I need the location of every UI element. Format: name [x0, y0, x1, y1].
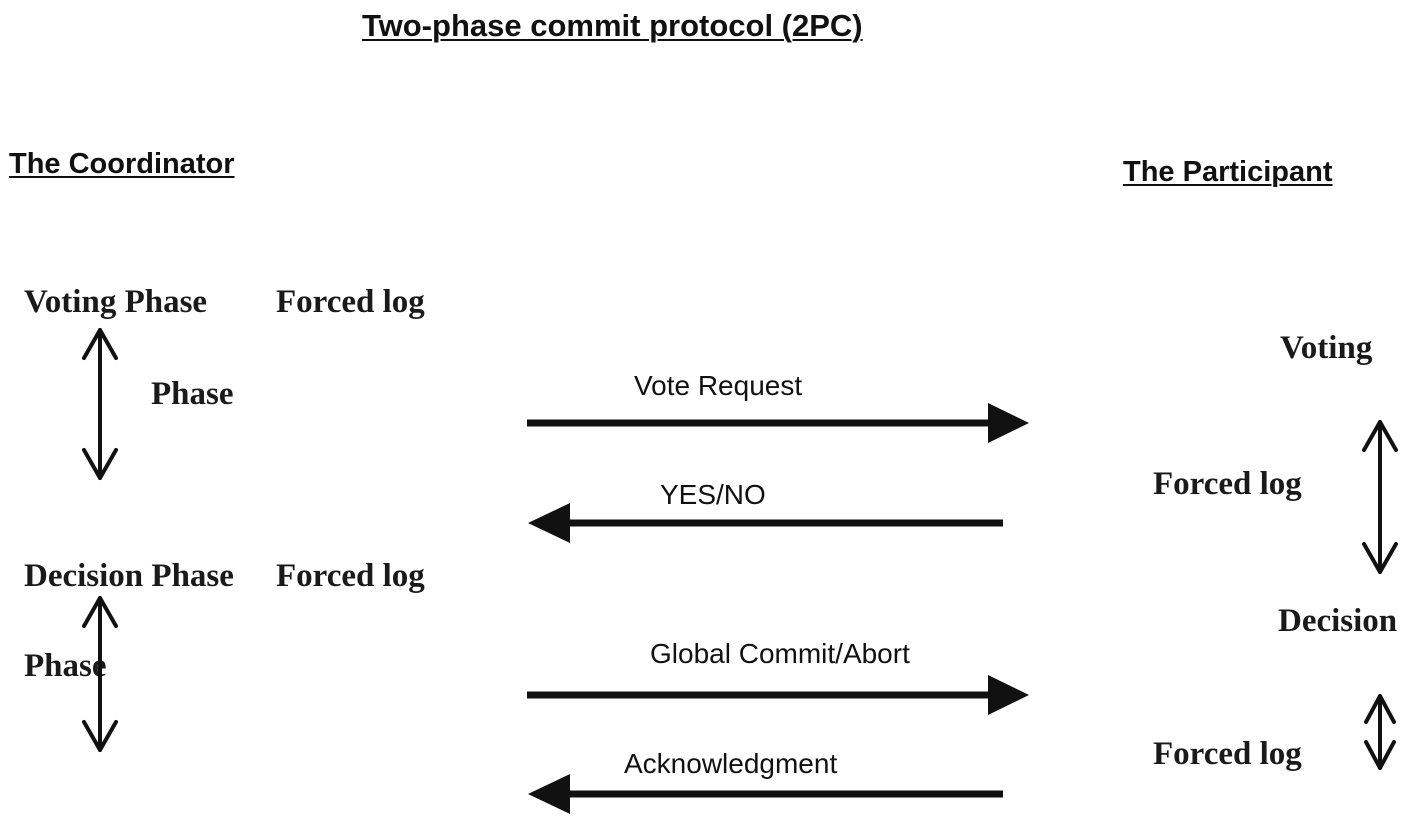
participant-heading: The Participant [1123, 156, 1333, 188]
message-arrow-global-commit-abort [527, 675, 1029, 715]
coordinator-decision-phase-label: Decision Phase [24, 558, 234, 594]
message-arrow-yes-no [528, 503, 1003, 543]
message-arrow-acknowledgment [528, 774, 1003, 814]
message-label-global-commit-abort: Global Commit/Abort [650, 638, 910, 669]
coordinator-voting-phase-label: Voting Phase [24, 284, 208, 320]
coordinator-voting-phase-double-arrow [82, 328, 118, 480]
participant-forced-log-1-label: Forced log [1153, 466, 1302, 502]
coordinator-heading: The Coordinator [9, 148, 235, 180]
message-label-yes-no: YES/NO [660, 479, 766, 510]
coordinator-voting-forced-log-label: Forced log [276, 284, 425, 320]
diagram-title: Two-phase commit protocol (2PC) [362, 8, 863, 43]
participant-voting-label: Voting [1280, 330, 1373, 366]
coordinator-voting-phase-word: Phase [151, 376, 234, 412]
participant-decision-label: Decision [1278, 603, 1398, 639]
coordinator-decision-phase-double-arrow [82, 596, 118, 752]
message-label-acknowledgment: Acknowledgment [624, 748, 838, 779]
participant-forced-log-2-label: Forced log [1153, 736, 1302, 772]
coordinator-decision-phase-word: Phase [24, 648, 107, 684]
message-arrow-vote-request [527, 403, 1029, 443]
participant-voting-double-arrow [1362, 420, 1398, 574]
coordinator-decision-forced-log-label: Forced log [276, 558, 425, 594]
participant-decision-double-arrow [1364, 694, 1396, 770]
message-label-vote-request: Vote Request [634, 370, 803, 401]
